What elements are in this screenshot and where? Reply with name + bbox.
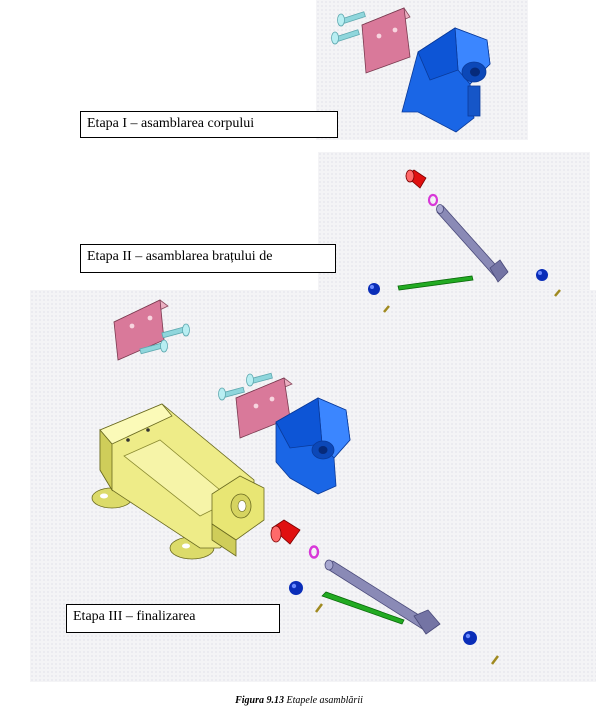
ring-part: [308, 545, 320, 559]
ball-part: [536, 269, 548, 281]
ring-part: [427, 193, 439, 207]
handle-bar-part: [397, 275, 474, 291]
figure-title: Etapele asamblării: [286, 695, 363, 706]
plate-part: [361, 7, 411, 74]
vise-body-part: [91, 403, 265, 560]
screw-part: [161, 323, 190, 339]
nut-part: [270, 519, 301, 545]
ball-part: [368, 283, 380, 295]
screw-part: [246, 372, 273, 387]
pin-part: [315, 603, 323, 613]
stage-2-label: Etapa II – asamblarea brațului de: [80, 244, 336, 273]
screw-part: [218, 386, 245, 401]
screw-part: [331, 29, 360, 45]
rod-part: [324, 559, 441, 635]
pin-part: [491, 655, 499, 665]
plate-part: [113, 299, 169, 361]
handle-bar-part: [321, 591, 405, 625]
jaw-part: [275, 397, 351, 495]
jaw-part: [401, 27, 491, 133]
stage-3-label: Etapa III – finalizarea: [66, 604, 280, 633]
screw-part: [337, 11, 366, 27]
pin-part: [554, 289, 561, 297]
pin-part: [383, 305, 390, 313]
figure-caption: Figura 9.13 Etapele asamblării: [0, 695, 598, 706]
screw-part: [139, 339, 168, 355]
ball-part: [463, 631, 477, 645]
rod-part: [436, 204, 509, 283]
figure-number: Figura 9.13: [235, 695, 284, 706]
ball-part: [289, 581, 303, 595]
stage-2-parts: [368, 169, 561, 313]
stage-1-parts: [331, 7, 491, 133]
stage-3-parts: [91, 299, 499, 665]
stage-2-panel: [318, 152, 590, 312]
stage-1-label: Etapa I – asamblarea corpului: [80, 111, 338, 138]
nut-part: [405, 169, 427, 189]
